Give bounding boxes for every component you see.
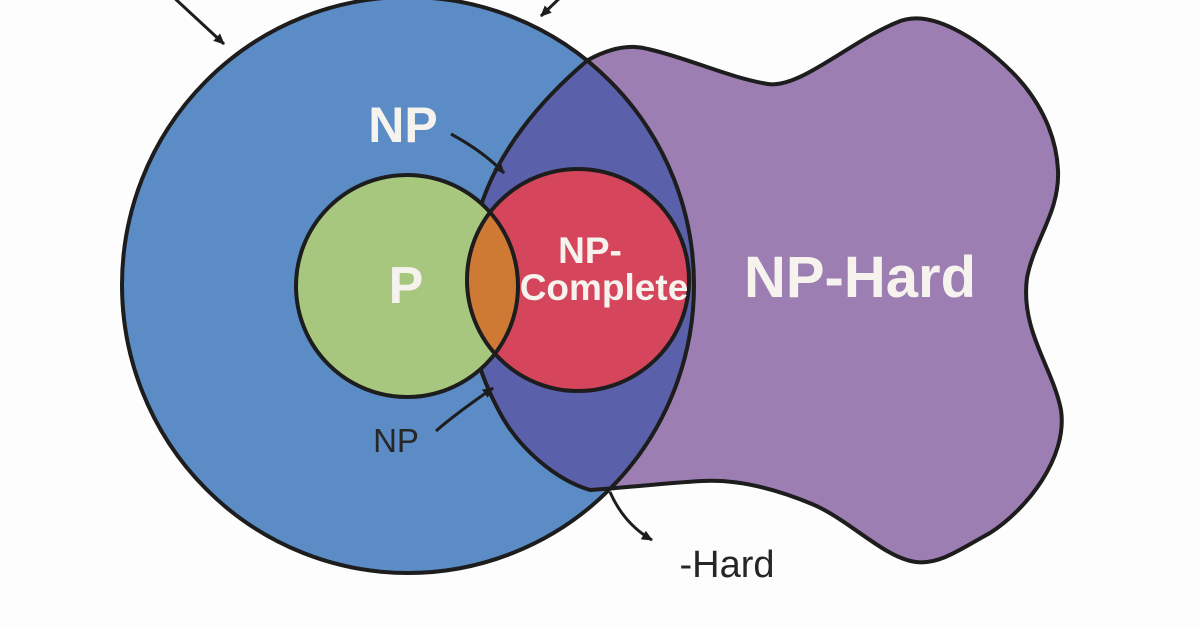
hard-callout-label: -Hard bbox=[679, 544, 774, 586]
np-set-outline bbox=[120, 0, 696, 575]
np-callout-label: NP bbox=[373, 422, 419, 459]
np-hard-region-label: NP-Hard bbox=[744, 245, 976, 310]
p-set-outline bbox=[294, 173, 520, 399]
np-complete-set-outline bbox=[465, 167, 691, 393]
np-label-arrow bbox=[450, 132, 506, 175]
p-region-label: P bbox=[389, 257, 424, 315]
np-complete-set-circle bbox=[467, 169, 689, 391]
np-complete-region-label-line2: Complete bbox=[520, 267, 689, 308]
np-nphard-overlap-region bbox=[467, 18, 694, 563]
np-callout-arrow bbox=[435, 386, 494, 433]
np-region-label: NP bbox=[368, 97, 437, 153]
p-set-circle bbox=[296, 175, 518, 397]
top-left-callout-arrow bbox=[174, 0, 226, 46]
np-complete-region-label-line1: NP- bbox=[558, 230, 622, 271]
top-right-callout-arrow bbox=[539, 0, 560, 18]
hard-callout-arrow bbox=[608, 491, 653, 542]
